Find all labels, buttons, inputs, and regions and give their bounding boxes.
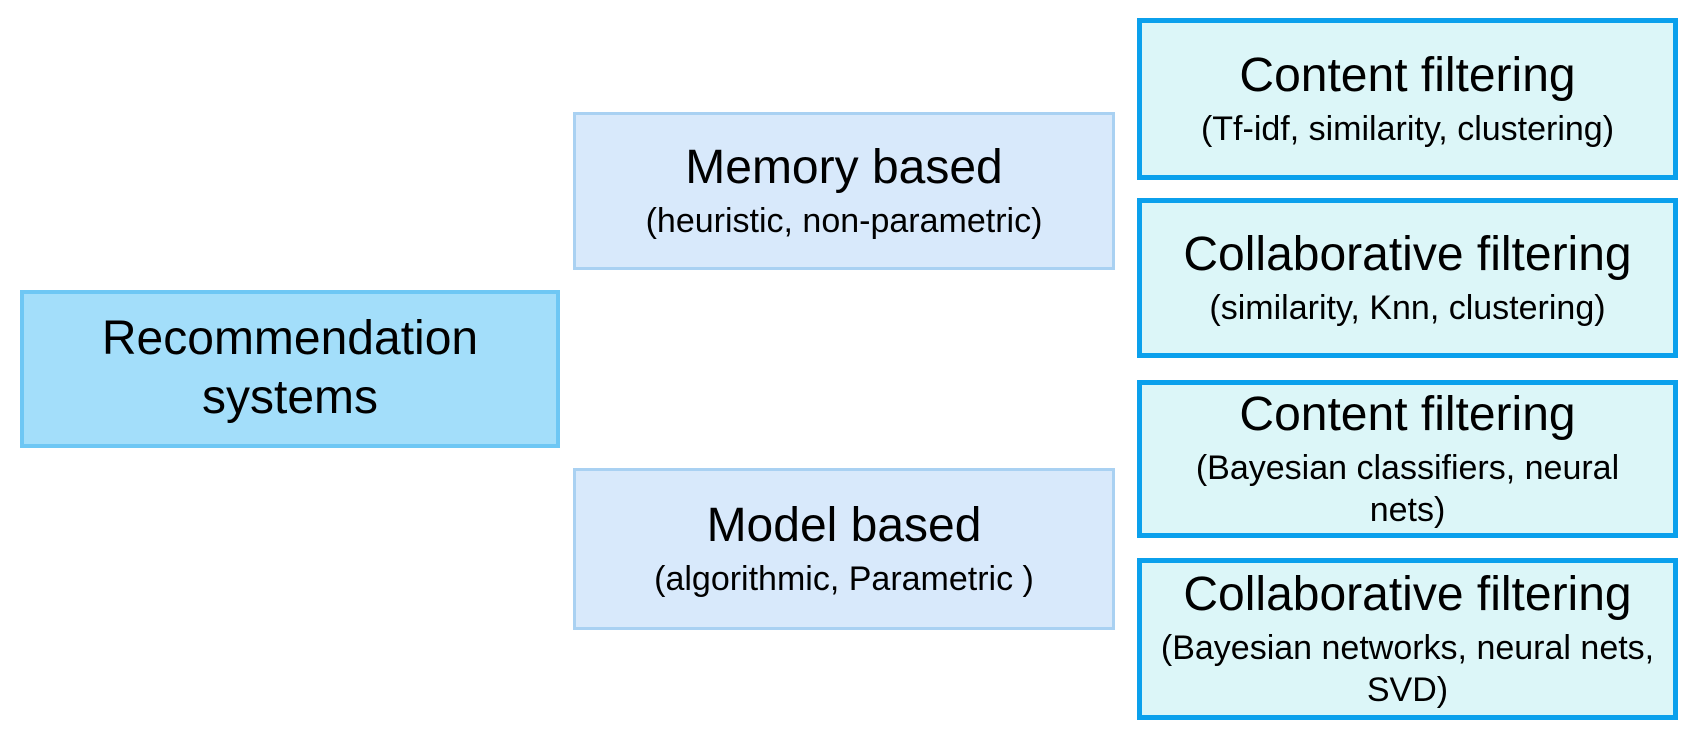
leaf-node-content-filtering-memory: Content filtering (Tf-idf, similarity, c… <box>1137 18 1678 180</box>
leaf-node-content-filtering-model: Content filtering (Bayesian classifiers,… <box>1137 380 1678 538</box>
node-subtitle: (Tf-idf, similarity, clustering) <box>1200 110 1615 149</box>
node-title: Model based <box>706 499 982 553</box>
leaf-node-collaborative-filtering-model: Collaborative filtering (Bayesian networ… <box>1137 558 1678 720</box>
branch-node-memory-based: Memory based (heuristic, non-parametric) <box>573 112 1115 270</box>
node-title: Collaborative filtering <box>1183 228 1632 282</box>
node-subtitle: (Bayesian networks, neural nets, SVD) <box>1160 628 1655 710</box>
leaf-node-collaborative-filtering-memory: Collaborative filtering (similarity, Knn… <box>1137 198 1678 358</box>
node-title: Collaborative filtering <box>1183 568 1632 622</box>
node-title: Recommendation systems <box>101 312 479 424</box>
node-subtitle: (algorithmic, Parametric ) <box>654 560 1034 599</box>
node-title: Content filtering <box>1239 388 1576 442</box>
root-node-recommendation-systems: Recommendation systems <box>20 290 560 448</box>
branch-node-model-based: Model based (algorithmic, Parametric ) <box>573 468 1115 630</box>
node-subtitle: (similarity, Knn, clustering) <box>1209 289 1606 328</box>
node-subtitle: (Bayesian classifiers, neural nets) <box>1195 448 1620 530</box>
node-subtitle: (heuristic, non-parametric) <box>645 202 1043 241</box>
node-title: Content filtering <box>1239 49 1576 103</box>
node-title: Memory based <box>685 141 1003 195</box>
